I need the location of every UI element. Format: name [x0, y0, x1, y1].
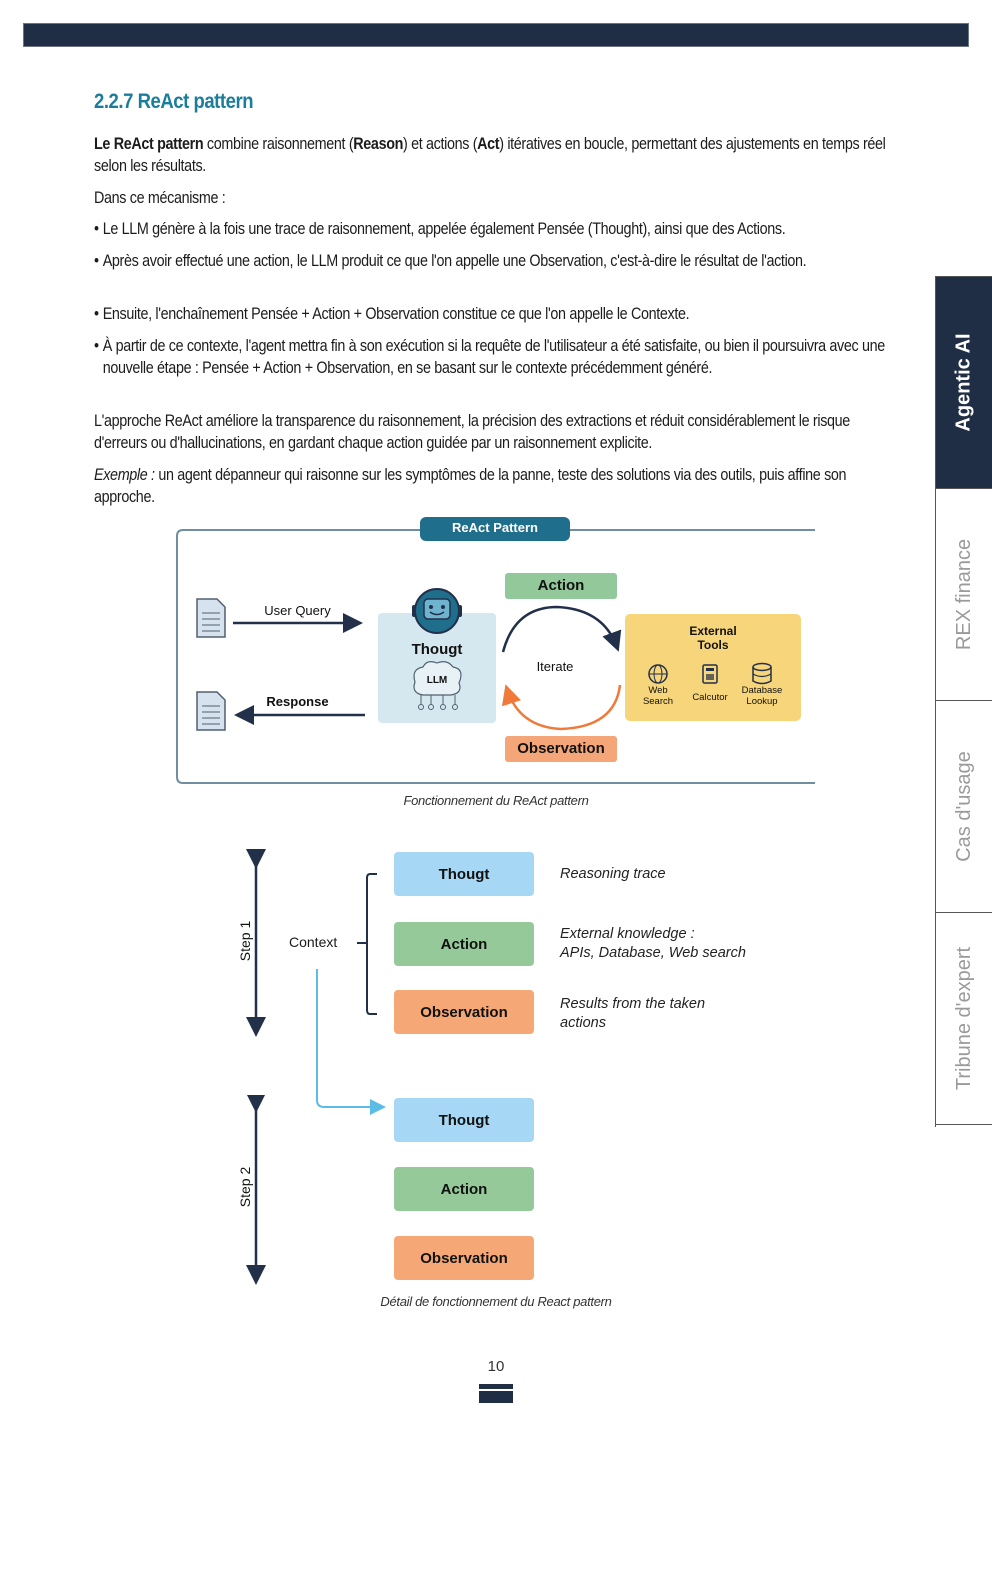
- tab-label: Cas d'usage: [953, 751, 975, 862]
- react-pattern-diagram: ReAct Pattern User Query Response Thougt…: [175, 517, 820, 785]
- action-box: [505, 573, 617, 599]
- conclusion-paragraph: L'approche ReAct améliore la transparenc…: [94, 412, 850, 452]
- step2-observation-box: Observation: [394, 1236, 534, 1280]
- figure1-caption: Fonctionnement du ReAct pattern: [403, 793, 589, 808]
- figure2-caption: Détail de fonctionnement du React patter…: [380, 1294, 612, 1309]
- user-query-label: User Query: [264, 603, 331, 618]
- mechanism-lead: Dans ce mécanisme :: [94, 189, 226, 207]
- act-term: Act: [477, 135, 500, 153]
- bullet-item: À partir de ce contexte, l'agent mettra …: [94, 335, 897, 379]
- section-tabs: Agentic AI REX finance Cas d'usage Tribu…: [935, 276, 992, 1127]
- diagram-title: ReAct Pattern: [452, 520, 538, 535]
- page-marker-icon: [479, 1384, 513, 1403]
- step2-action-box: Action: [394, 1167, 534, 1211]
- bullet-item: Ensuite, l'enchaînement Pensée + Action …: [94, 303, 897, 325]
- react-detail-diagram: Step 1 Step 2 Context Thougt Action Obse…: [220, 845, 780, 1295]
- context-label: Context: [289, 934, 338, 950]
- example-text: un agent dépanneur qui raisonne sur les …: [94, 466, 847, 506]
- intro-text: ) et actions (: [403, 135, 478, 153]
- document-icon: [196, 691, 226, 731]
- tools-title-line: Tools: [697, 638, 729, 652]
- intro-text: ) itératives en boucle, permettant des a…: [94, 135, 886, 175]
- intro-text: combine raisonnement (: [203, 135, 354, 153]
- document-icon: [196, 598, 226, 638]
- tools-title-line: External: [689, 624, 737, 638]
- tab-label: Tribune d'expert: [953, 946, 975, 1091]
- action-label: Action: [537, 577, 585, 594]
- example-paragraph: Exemple : un agent dépanneur qui raisonn…: [94, 464, 897, 508]
- bullet-item: Après avoir effectué une action, le LLM …: [94, 250, 897, 272]
- database-icon: [752, 662, 772, 685]
- example-label: Exemple :: [94, 466, 155, 484]
- step1-observation-box: Observation: [394, 990, 534, 1034]
- header-bar: [23, 23, 969, 47]
- robot-icon: [412, 588, 462, 634]
- diagram-frame: [176, 529, 815, 784]
- tool-calculator: Calcutor: [692, 692, 728, 703]
- action-description: External knowledge :APIs, Database, Web …: [560, 926, 746, 961]
- intro-paragraph: Le ReAct pattern combine raisonnement (R…: [94, 133, 897, 177]
- bullet-item: Le LLM génère à la fois une trace de rai…: [94, 218, 897, 240]
- observation-label: Observation: [517, 740, 605, 757]
- response-label: Response: [266, 694, 329, 709]
- external-tools-title: External Tools: [625, 624, 801, 652]
- page-number: 10: [487, 1358, 505, 1375]
- iterate-arrow-top: [501, 605, 622, 653]
- brain-llm-icon: [413, 661, 462, 710]
- step1-label: Step 1: [237, 920, 254, 962]
- observation-box: [505, 736, 617, 762]
- iterate-label: Iterate: [536, 659, 574, 674]
- external-tools-box: [625, 614, 801, 721]
- title-pill: [420, 517, 570, 541]
- tab-agentic-ai[interactable]: Agentic AI: [936, 277, 992, 489]
- thought-description: Reasoning trace: [560, 866, 666, 882]
- step1-thought-box: Thougt: [394, 852, 534, 896]
- tab-label: REX finance: [953, 538, 976, 651]
- llm-label: LLM: [426, 675, 448, 686]
- tab-cas-usage[interactable]: Cas d'usage: [936, 701, 992, 913]
- step2-arrow: [246, 1095, 266, 1285]
- tab-rex-finance[interactable]: REX finance: [936, 489, 992, 701]
- tab-label: Agentic AI: [953, 333, 975, 432]
- context-bracket: [366, 873, 377, 1015]
- globe-icon: [648, 664, 668, 684]
- calculator-icon: [702, 664, 718, 684]
- tab-tribune-expert[interactable]: Tribune d'expert: [936, 913, 992, 1125]
- iterate-arrow-bottom: [501, 684, 622, 731]
- step2-thought-box: Thougt: [394, 1098, 534, 1142]
- context-flow-arrow: [316, 969, 386, 1115]
- reason-term: Reason: [353, 135, 404, 153]
- intro-bold: Le ReAct pattern: [94, 135, 204, 153]
- thought-label: Thougt: [411, 641, 463, 658]
- section-title: 2.2.7 ReAct pattern: [94, 90, 254, 113]
- step1-action-box: Action: [394, 922, 534, 966]
